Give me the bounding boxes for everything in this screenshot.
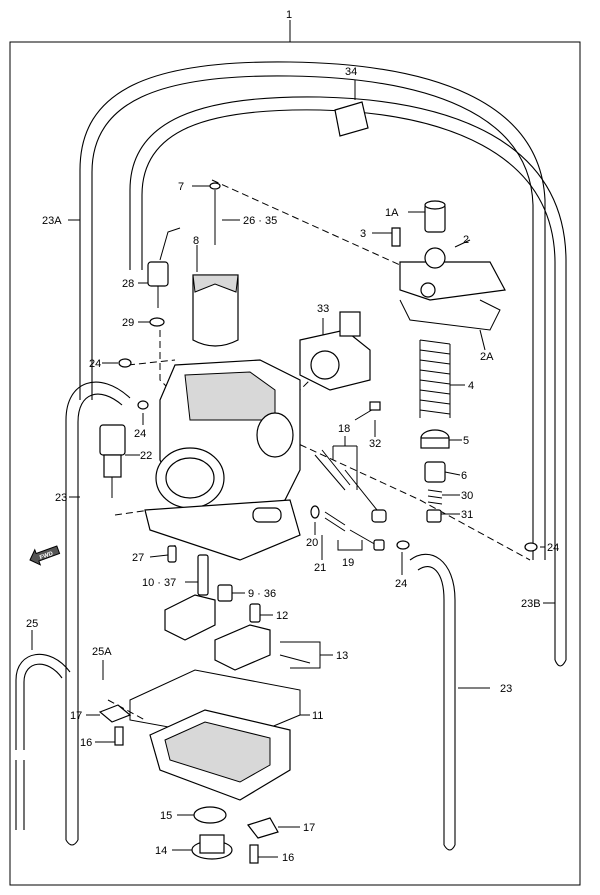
callout-24-lower-mid: 24 (395, 578, 407, 590)
callout-25A: 25A (92, 646, 112, 658)
callout-17-upper: 17 (70, 710, 82, 722)
seal-5 (420, 429, 450, 449)
carburetor-body (144, 359, 301, 561)
screw-27 (167, 545, 177, 563)
rod-18 (314, 449, 387, 523)
label-leaders (31, 20, 555, 858)
hose-23-right (409, 553, 456, 851)
jet-needle-26-35 (209, 182, 221, 245)
callout-9-36: 9 · 36 (248, 588, 276, 600)
callout-33: 33 (317, 303, 329, 315)
callout-23-left: 23 (55, 492, 67, 504)
callout-1: 1 (286, 9, 292, 21)
callout-24-mid-left: 24 (134, 428, 146, 440)
callout-3: 3 (360, 228, 366, 240)
spring-4 (419, 339, 451, 418)
forward-arrow-label: FWD (39, 551, 55, 562)
top-cover-group (391, 200, 506, 331)
pin-19 (349, 529, 385, 551)
callout-14: 14 (155, 845, 167, 857)
callout-32: 32 (369, 438, 381, 450)
throttle-position-sensor-33 (299, 311, 371, 391)
sensor-28-29 (147, 227, 181, 327)
bolt-16-upper (114, 726, 124, 746)
float-13 (164, 594, 311, 671)
callout-29: 29 (122, 317, 134, 329)
callout-12: 12 (276, 610, 288, 622)
callout-5: 5 (463, 435, 469, 447)
o-ring-15 (193, 806, 227, 824)
callout-16-lower: 16 (282, 852, 294, 864)
callout-30: 30 (461, 490, 473, 502)
callout-7: 7 (178, 181, 184, 193)
plunger-31 (426, 509, 442, 523)
jet-9-36 (217, 584, 233, 602)
callout-20: 20 (306, 537, 318, 549)
screw-32 (354, 401, 381, 421)
float-bowl (149, 709, 291, 801)
part-12 (249, 603, 261, 623)
clips-24 (118, 358, 538, 552)
drain-plug-14 (191, 834, 233, 860)
callout-26-35: 26 · 35 (243, 215, 277, 227)
callout-28: 28 (122, 278, 134, 290)
callout-15: 15 (160, 810, 172, 822)
bolt-16-lower (249, 844, 259, 864)
callout-23-right: 23 (500, 683, 512, 695)
callout-23B: 23B (521, 598, 541, 610)
callout-1A: 1A (385, 207, 399, 219)
callout-25: 25 (26, 618, 38, 630)
spring-20-21 (310, 505, 346, 532)
choke-plunger-22 (99, 424, 126, 498)
callout-13: 13 (336, 650, 348, 662)
throttle-slide-8 (192, 274, 239, 347)
bracket-17-lower (247, 817, 279, 839)
callout-24-right: 24 (547, 542, 559, 554)
callout-labels: 1 34 23A 7 26 · 35 1A 3 2 8 28 29 33 2A … (26, 9, 559, 864)
callout-17-lower: 17 (303, 822, 315, 834)
callout-34: 34 (345, 66, 357, 78)
holder-6 (424, 461, 446, 483)
callout-22: 22 (140, 450, 152, 462)
callout-6: 6 (461, 470, 467, 482)
spring-30 (427, 489, 443, 505)
bracket-17-upper (98, 704, 132, 723)
callout-18: 18 (338, 423, 350, 435)
forward-arrow-icon: FWD (29, 545, 61, 566)
callout-2A: 2A (480, 351, 494, 363)
callout-31: 31 (461, 509, 473, 521)
hose-23-left (65, 381, 131, 846)
callout-24-upper-left: 24 (89, 358, 101, 370)
callout-2: 2 (463, 234, 469, 246)
callout-23A: 23A (42, 215, 62, 227)
callout-11: 11 (312, 710, 323, 722)
callout-10-37: 10 · 37 (142, 577, 176, 589)
callout-16-upper: 16 (80, 737, 92, 749)
hose-23A-23B (79, 61, 567, 667)
main-jet-10-37 (197, 554, 209, 596)
callout-27: 27 (132, 552, 144, 564)
hose-25 (15, 653, 71, 830)
callout-4: 4 (468, 380, 474, 392)
callout-19: 19 (342, 557, 354, 569)
callout-8: 8 (193, 235, 199, 247)
callout-21: 21 (314, 562, 326, 574)
